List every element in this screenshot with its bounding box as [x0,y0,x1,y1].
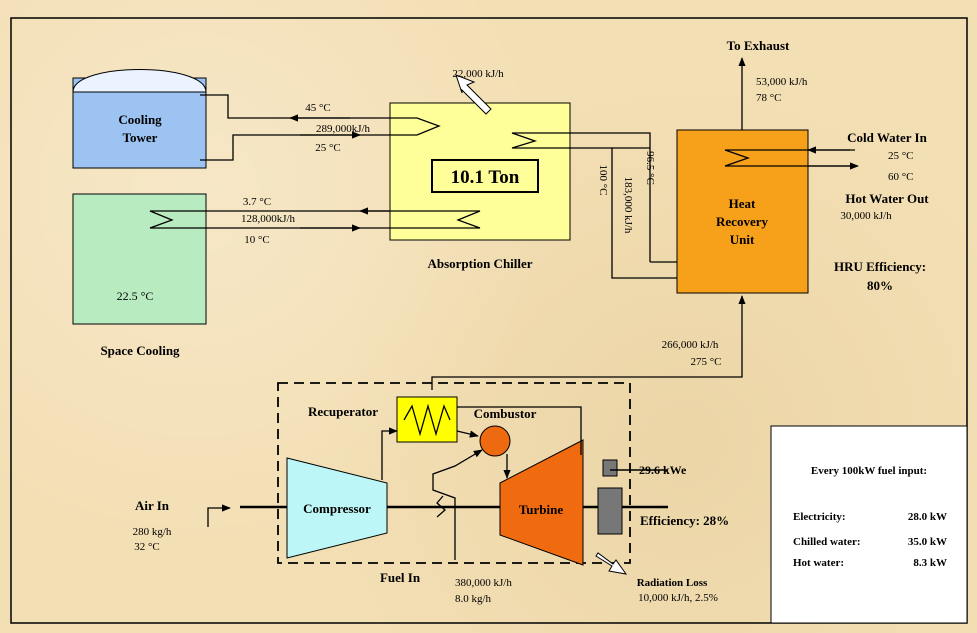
exhaust-flow: 53,000 kJ/h [756,76,808,88]
generator-flow: 183,000 kJ/h [622,177,634,234]
air-in-flow: 280 kg/h [133,526,172,538]
summary-title: Every 100kW fuel input: [811,465,927,477]
system-efficiency: Efficiency: 28% [640,513,729,528]
compressor [286,457,388,559]
exhaust-temp: 78 °C [756,92,782,104]
summary-row-value: 8.3 kW [913,557,947,569]
hru-label-1: Heat [729,196,756,211]
turbine [499,439,584,566]
summary-row-value: 28.0 kW [908,511,947,523]
diagram-border [10,17,968,624]
turbine-label: Turbine [519,502,564,517]
summary-box: Every 100kW fuel input: Electricity: 28.… [770,425,968,624]
air-in-arrow [207,504,231,527]
generator [597,459,668,535]
chiller-capacity: 10.1 Ton [451,167,520,188]
turbine-exhaust-flow: 266,000 kJ/h [662,339,719,351]
compressor-label: Compressor [303,501,371,516]
chilled-warm-temp: 10 °C [244,234,270,246]
chilled-flow: 128,000kJ/h [241,213,296,225]
air-in-label: Air In [135,498,170,513]
hot-water-temp: 60 °C [888,171,914,183]
generator-temp-in: 100 °C [597,165,609,196]
microturbine-boundary [277,382,631,564]
summary-row-name: Electricity: [793,511,846,523]
cooling-loop [200,94,441,161]
cold-water-label: Cold Water In [847,130,927,145]
exhaust-label: To Exhaust [727,38,790,53]
chiller-label: Absorption Chiller [427,256,532,271]
radiation-arrow [595,552,628,575]
hot-water-flow: 30,000 kJ/h [840,210,892,222]
cold-water-temp: 25 °C [888,150,914,162]
fuel-in-energy: 380,000 kJ/h [455,577,512,589]
cooling-tower: Cooling Tower [72,69,207,169]
hot-water-label: Hot Water Out [845,191,929,206]
heat-recovery-unit: Heat Recovery Unit [676,129,809,294]
recuperator [396,396,458,443]
absorption-chiller: 10.1 Ton Absorption Chiller 22,000 kJ/h [389,68,571,271]
chiller-heat-out: 22,000 kJ/h [452,68,504,80]
space-temperature: 22.5 °C [117,289,154,303]
radiation-label: Radiation Loss [637,577,708,589]
generator-temp-out: 96.5 °C [644,151,656,185]
hot-water-loop [724,146,859,170]
electric-power: 29.6 kWe [639,463,687,477]
chilled-loop [149,207,481,232]
space-cooling: 22.5 °C Space Cooling [72,193,207,358]
hru-efficiency-value: 80% [867,278,893,293]
fuel-in-label: Fuel In [380,570,421,585]
summary-row-name: Hot water: [793,557,844,569]
hru-label-3: Unit [730,232,755,247]
combustor-label: Combustor [474,406,537,421]
fuel-in-flow: 8.0 kg/h [455,593,492,605]
summary-row-name: Chilled water: [793,536,861,548]
internal-piping [381,406,582,560]
air-in-temp: 32 °C [134,541,160,553]
hru-label-2: Recovery [716,214,768,229]
cooling-tower-label-1: Cooling [118,112,162,127]
space-cooling-label: Space Cooling [100,343,180,358]
cooling-flow: 289,000kJ/h [316,123,371,135]
recuperator-label: Recuperator [308,404,378,419]
hru-efficiency-label: HRU Efficiency: [834,259,926,274]
cooling-tower-label-2: Tower [123,130,158,145]
cooling-cold-temp: 25 °C [315,142,341,154]
turbine-exhaust-temp: 275 °C [691,356,722,368]
radiation-value: 10,000 kJ/h, 2.5% [638,592,718,604]
chilled-cold-temp: 3.7 °C [243,196,271,208]
combustor [479,425,511,457]
summary-row-value: 35.0 kW [908,536,947,548]
heat-rejection-arrow [455,74,492,115]
cooling-hot-temp: 45 °C [305,102,331,114]
